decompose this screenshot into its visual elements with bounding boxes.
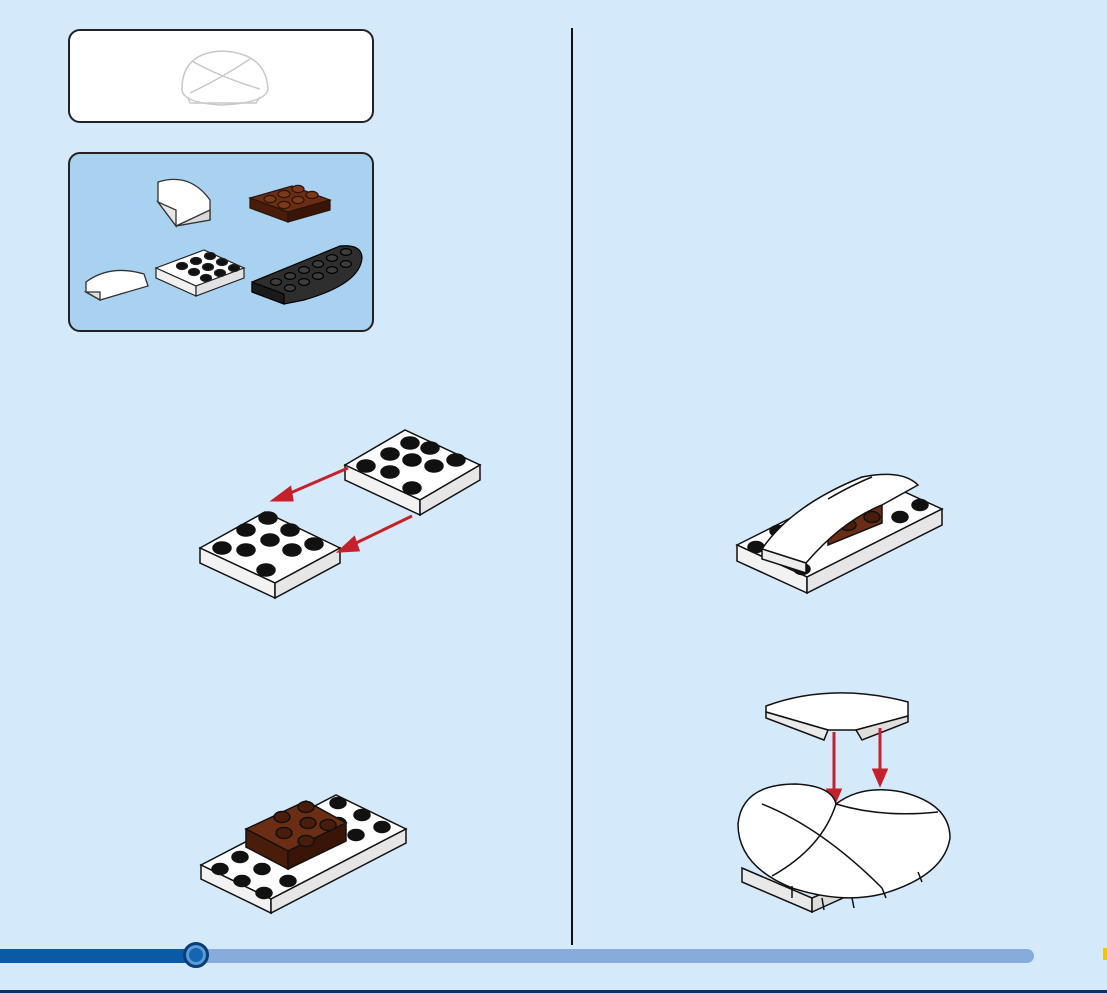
progress-track bbox=[196, 949, 1034, 963]
dome-assembly-icon bbox=[70, 31, 372, 121]
white-plate-lower bbox=[200, 512, 340, 598]
step-attach-dome-top bbox=[732, 688, 957, 923]
dome-base bbox=[738, 784, 950, 912]
parts-list-art bbox=[70, 154, 372, 330]
black-curved-plate-icon bbox=[252, 246, 362, 304]
curved-slope-large-icon bbox=[158, 179, 210, 226]
progress-knob[interactable] bbox=[183, 942, 209, 968]
white-plate-upper bbox=[345, 430, 480, 515]
step-join-white-plates bbox=[190, 420, 490, 605]
white-plate-icon bbox=[156, 250, 244, 296]
curved-slope-small-icon bbox=[86, 270, 148, 300]
preview-box bbox=[68, 29, 374, 123]
step-add-curved-slopes bbox=[732, 465, 947, 600]
brown-plate-icon bbox=[250, 185, 330, 222]
page-corner-mark bbox=[1103, 948, 1107, 960]
step-add-brown-plate bbox=[196, 785, 411, 920]
progress-fill bbox=[0, 949, 198, 963]
page-divider bbox=[571, 28, 573, 945]
dome-top-piece bbox=[766, 693, 908, 740]
parts-list-box bbox=[68, 152, 374, 332]
